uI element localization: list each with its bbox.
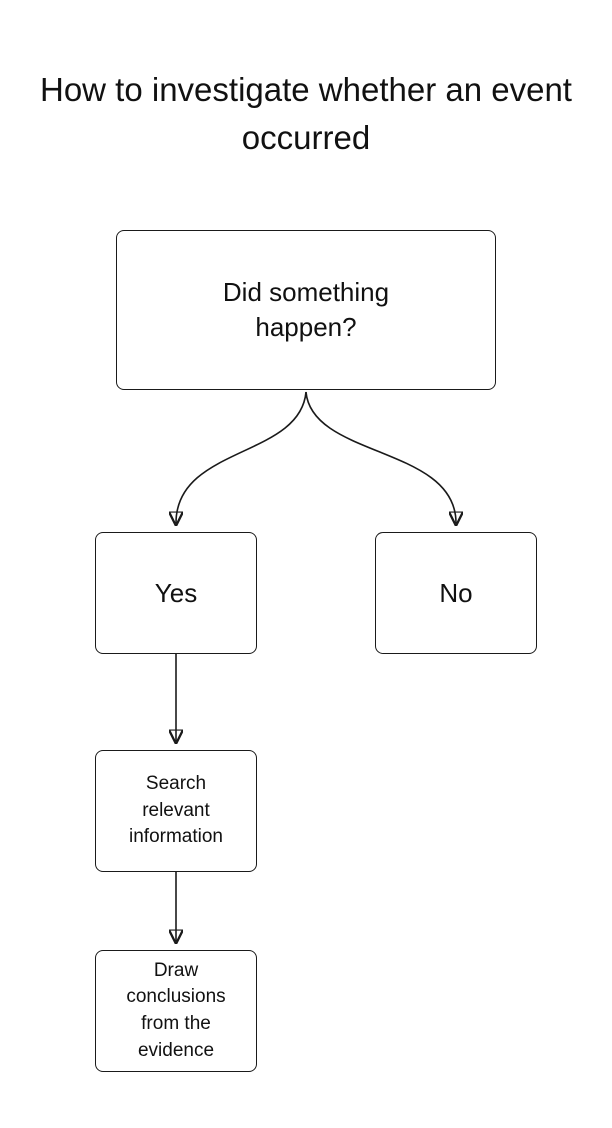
flowchart-node-yes: Yes — [95, 532, 257, 654]
flowchart-node-search: Search relevant information — [95, 750, 257, 872]
flowchart-node-end: Draw conclusions from the evidence — [95, 950, 257, 1072]
page-title: How to investigate whether an event occu… — [40, 71, 572, 156]
connector-start-to-yes — [176, 391, 307, 523]
node-end-label: Draw conclusions from the evidence — [126, 959, 226, 1061]
node-search-label: Search relevant information — [129, 773, 223, 848]
flowchart-node-no: No — [375, 532, 537, 654]
node-yes-label: Yes — [154, 577, 198, 608]
node-no-label: No — [439, 577, 473, 608]
flowchart-node-start: Did something happen? — [116, 230, 496, 390]
connector-start-to-no — [305, 391, 456, 523]
node-start-label: Did something happen? — [222, 276, 390, 342]
